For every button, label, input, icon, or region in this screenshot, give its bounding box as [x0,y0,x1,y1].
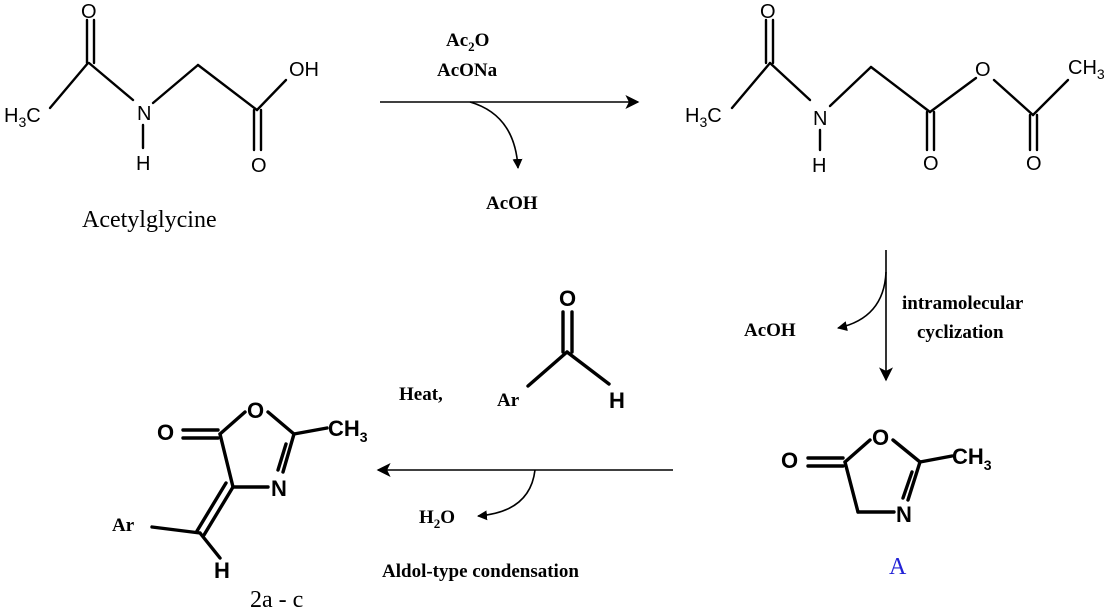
atom-o: O [760,1,776,23]
byproduct-arrow-step2 [837,271,887,331]
byproduct-acoh-step1: AcOH [486,193,538,214]
atom-ch3: CH3 [1068,57,1105,82]
step2-label-line2: cyclization [917,322,1004,343]
byproduct-h2o: H2O [419,507,455,531]
atom-o-ring: O [872,425,889,450]
atom-ch3: CH3 [952,444,992,473]
byproduct-acoh-step2: AcOH [744,320,796,341]
atom-o: O [81,1,97,23]
atom-o: O [1026,153,1042,175]
atom-oh: OH [289,59,319,81]
atom-o: O [923,153,939,175]
byproduct-arrow-step1 [469,101,523,169]
atom-ar: Ar [112,515,135,536]
atom-n: N [271,476,287,501]
mixed-anhydride-structure: H3C O N H O O O CH3 [685,1,1105,177]
reagent-heat: Heat, [399,384,443,405]
atom-ch3: H3C [4,105,41,130]
product-structure: O O CH3 N Ar H [112,398,368,583]
atom-h: H [812,155,826,177]
atom-o: O [251,155,267,177]
step2-label-line1: intramolecular [902,293,1024,314]
atom-ar: Ar [497,390,520,411]
acetylglycine-structure: H3C O N H OH O [4,1,319,177]
aldehyde-structure: O Ar H [497,286,625,413]
atom-n: N [137,103,151,125]
atom-n: N [813,108,827,130]
atom-o-ring: O [247,398,264,423]
acetylglycine-label: Acetylglycine [82,207,217,233]
atom-o-carbonyl: O [157,420,174,445]
atom-h: H [136,153,150,175]
atom-ch3: H3C [685,105,722,130]
product-label: 2a - c [250,587,303,612]
byproduct-arrow-step3 [477,469,536,521]
intermediate-a-label: A [889,554,907,580]
reagent-acona: AcONa [437,60,498,81]
atom-ch3: CH3 [328,416,368,445]
atom-h: H [214,558,230,583]
step3-label: Aldol-type condensation [382,561,579,582]
atom-o: O [559,286,576,311]
atom-o-bridge: O [975,59,991,81]
atom-h: H [609,388,625,413]
reagent-ac2o: Ac2O [446,30,489,54]
oxazolone-a-structure: O O CH3 N [781,425,992,527]
atom-n: N [896,502,912,527]
atom-o-carbonyl: O [781,448,798,473]
